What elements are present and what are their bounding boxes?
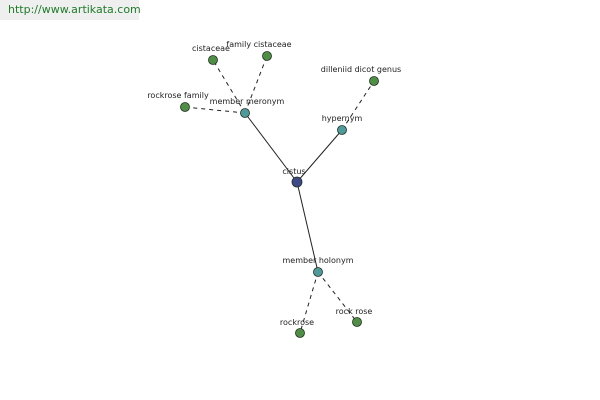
node-member-holonym[interactable] <box>313 267 323 277</box>
edge-hypernym-dilleniid-dicot-genus <box>341 80 375 131</box>
edges-layer <box>184 55 375 334</box>
node-label-cistaceae: cistaceae <box>192 44 230 53</box>
node-label-member-holonym: member holonym <box>282 256 353 265</box>
edge-member-meronym-rockrose-family <box>184 106 246 114</box>
node-label-rockrose-family: rockrose family <box>147 91 209 100</box>
edge-member-meronym-cistaceae <box>212 59 246 114</box>
edge-cistus-member-holonym <box>296 181 319 273</box>
node-rockrose-family[interactable] <box>180 102 190 112</box>
node-rockrose[interactable] <box>295 328 305 338</box>
node-label-family-cistaceae: family cistaceae <box>226 40 291 49</box>
node-member-meronym[interactable] <box>240 108 250 118</box>
node-rock-rose[interactable] <box>352 317 362 327</box>
node-label-member-meronym: member meronym <box>210 97 285 106</box>
watermark-url[interactable]: http://www.artikata.com <box>8 3 141 16</box>
node-label-rock-rose: rock rose <box>336 307 373 316</box>
edge-cistus-hypernym <box>296 129 343 183</box>
edge-member-holonym-rock-rose <box>317 271 358 323</box>
node-cistaceae[interactable] <box>208 55 218 65</box>
edge-cistus-member-meronym <box>244 112 298 183</box>
node-label-cistus: cistus <box>282 167 305 176</box>
edge-member-meronym-family-cistaceae <box>244 55 268 114</box>
node-cistus[interactable] <box>291 176 303 188</box>
node-dilleniid-dicot-genus[interactable] <box>369 76 379 86</box>
node-label-rockrose: rockrose <box>280 318 314 327</box>
watermark-box: http://www.artikata.com <box>0 0 141 20</box>
nodes-layer <box>180 51 379 338</box>
node-label-hypernym: hypernym <box>322 114 363 123</box>
edge-member-holonym-rockrose <box>299 271 319 334</box>
node-label-dilleniid-dicot-genus: dilleniid dicot genus <box>321 65 401 74</box>
node-family-cistaceae[interactable] <box>262 51 272 61</box>
labels-layer: cistus member meronym hypernym member holon… <box>147 40 401 327</box>
node-hypernym[interactable] <box>337 125 347 135</box>
